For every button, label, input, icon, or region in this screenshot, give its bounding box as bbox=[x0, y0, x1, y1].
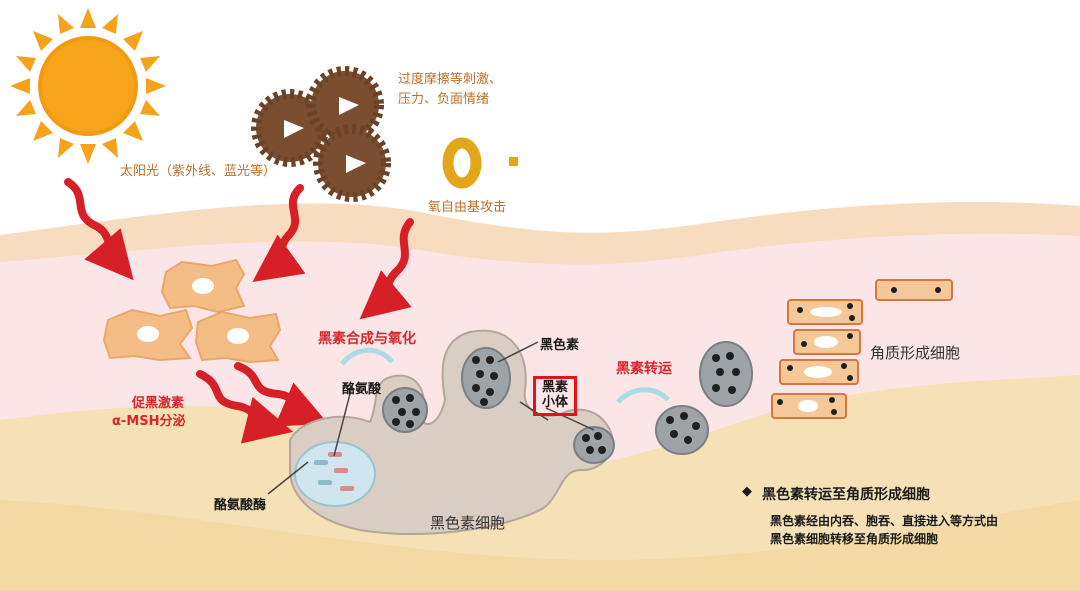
label-melanocyte: 黑色素细胞 bbox=[430, 514, 506, 532]
label-transport: 黑素转运 bbox=[616, 361, 672, 377]
free-radical-icon bbox=[442, 137, 518, 189]
note-bullet: ◆ bbox=[742, 484, 752, 499]
label-synthesis: 黑素合成与氧化 bbox=[318, 331, 416, 347]
dermis-bottom bbox=[0, 500, 1080, 591]
note-line2: 黑色素细胞转移至角质形成细胞 bbox=[770, 532, 939, 546]
label-melanosome-line1: 黑素 bbox=[542, 380, 569, 395]
virus-icon bbox=[251, 66, 391, 202]
label-tyrosine: 酪氨酸 bbox=[342, 382, 382, 397]
transport-arc bbox=[616, 387, 670, 404]
note-title: 黑色素转运至角质形成细胞 bbox=[762, 487, 930, 503]
label-melanosome-line2: 小体 bbox=[542, 394, 569, 410]
label-stress-line1: 过度摩擦等刺激、 bbox=[398, 72, 503, 87]
label-stress-line2: 压力、负面情绪 bbox=[398, 92, 490, 107]
note-line1: 黑色素经由内吞、胞吞、直接进入等方式由 bbox=[770, 514, 999, 528]
label-melanosome: 黑素 小体 bbox=[533, 376, 578, 416]
sun-icon bbox=[10, 8, 166, 164]
label-tyrosinase: 酪氨酸酶 bbox=[214, 498, 267, 513]
label-hormone-line2: α-MSH分泌 bbox=[112, 414, 186, 429]
synthesis-arc bbox=[340, 347, 394, 366]
label-keratinocyte: 角质形成细胞 bbox=[870, 344, 961, 362]
label-hormone-line1: 促黑激素 bbox=[132, 396, 185, 411]
label-free-radical: 氧自由基攻击 bbox=[428, 200, 507, 215]
label-melanin: 黑色素 bbox=[540, 338, 580, 353]
label-sunlight: 太阳光（紫外线、蓝光等） bbox=[120, 164, 277, 179]
wavy-arrow-icon bbox=[64, 178, 414, 444]
